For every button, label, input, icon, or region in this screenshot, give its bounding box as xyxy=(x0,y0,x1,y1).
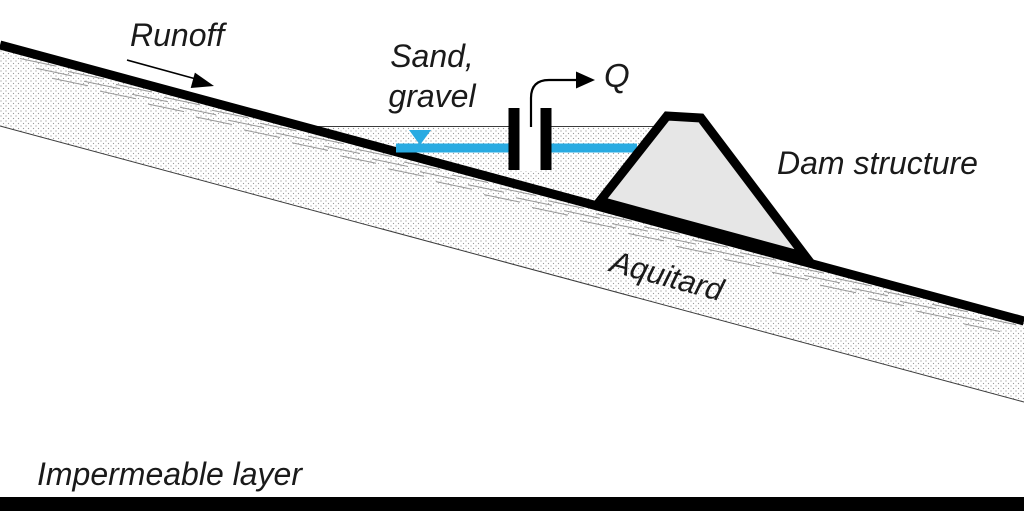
runoff-label: Runoff xyxy=(130,17,225,53)
hatch-tick xyxy=(851,287,889,297)
hatch-tick xyxy=(499,187,537,196)
impermeable-layer-label: Impermeable layer xyxy=(37,456,302,492)
hatch-tick xyxy=(595,213,633,222)
hatch-tick xyxy=(243,129,281,138)
hatch-tick xyxy=(643,226,681,235)
hatch-tick xyxy=(707,248,745,258)
hatch-tick xyxy=(867,297,905,307)
hatch-tick xyxy=(515,197,553,206)
hatch-tick xyxy=(371,158,409,167)
well-casing-right xyxy=(540,108,552,170)
hatch-tick xyxy=(611,223,649,232)
hatch-tick xyxy=(627,232,665,242)
hatch-tick xyxy=(947,313,985,323)
dam-structure-shape xyxy=(592,111,818,265)
hatch-tick xyxy=(723,258,761,268)
slope-surface-line xyxy=(0,40,1024,326)
discharge-q-label: Q xyxy=(604,57,630,94)
hatch-tick xyxy=(291,142,329,151)
hatch-tick xyxy=(659,236,697,245)
hatch-tick xyxy=(691,239,729,248)
hatch-tick xyxy=(579,220,617,229)
hatch-tick xyxy=(403,161,441,171)
hatch-tick xyxy=(883,290,921,300)
hatch-tick xyxy=(307,135,345,145)
well-casing-left xyxy=(508,108,520,170)
hatch-tick xyxy=(563,210,601,219)
hatch-tick xyxy=(931,303,969,313)
runoff-arrow-head-icon xyxy=(190,72,214,88)
hatch-tick xyxy=(915,310,953,320)
hatch-tick xyxy=(787,265,825,274)
hatch-tick xyxy=(355,148,393,158)
aquitard-bottom-line xyxy=(0,125,1024,403)
sand-gravel-label: Sand, gravel xyxy=(388,38,476,114)
hatch-tick xyxy=(771,271,809,281)
dam-structure-label: Dam structure xyxy=(777,145,978,181)
hatch-tick xyxy=(115,83,153,93)
discharge-arrow-head-icon xyxy=(576,71,595,89)
hatch-tick xyxy=(435,181,473,190)
well-bore xyxy=(519,107,541,171)
hatch-tick xyxy=(387,168,425,177)
hatch-tick xyxy=(483,194,521,203)
hatch-tick xyxy=(51,77,89,87)
hatch-tick xyxy=(819,284,857,294)
hatch-tick xyxy=(323,145,361,154)
hatch-tick xyxy=(755,261,793,271)
hatch-tick xyxy=(211,109,249,119)
hatch-tick xyxy=(99,90,137,100)
hatch-tick xyxy=(467,184,505,193)
runoff-arrow-line xyxy=(126,59,197,80)
hatch-tick xyxy=(675,245,713,255)
hatch-tick xyxy=(979,316,1017,326)
hatch-tick xyxy=(275,132,313,142)
hatch-tick xyxy=(227,119,265,129)
hatch-tick xyxy=(35,67,73,77)
hatch-tick xyxy=(835,277,873,287)
hatch-tick xyxy=(547,200,585,209)
hatch-tick xyxy=(259,122,297,132)
hatch-tick xyxy=(451,174,489,183)
hatch-tick xyxy=(803,274,841,284)
discharge-arrow-line xyxy=(529,78,577,127)
aquitard-band xyxy=(0,45,1024,402)
hatch-tick xyxy=(339,155,377,164)
hatch-tick xyxy=(147,103,185,113)
hatch-tick xyxy=(739,252,777,261)
hatch-tick xyxy=(163,96,201,106)
hatch-tick xyxy=(419,171,457,180)
hatch-tick xyxy=(899,300,937,310)
hatch-tick xyxy=(179,106,217,116)
hatch-tick xyxy=(131,93,169,103)
water-table-icon xyxy=(409,130,431,145)
hatch-tick xyxy=(963,323,1001,332)
slope-hatching xyxy=(19,58,1017,332)
impermeable-base-bar xyxy=(0,497,1024,511)
hatch-tick xyxy=(67,71,105,80)
hatch-tick xyxy=(531,207,569,216)
hatch-tick xyxy=(195,116,233,125)
hatch-tick xyxy=(83,80,121,90)
hatch-tick xyxy=(19,58,57,67)
